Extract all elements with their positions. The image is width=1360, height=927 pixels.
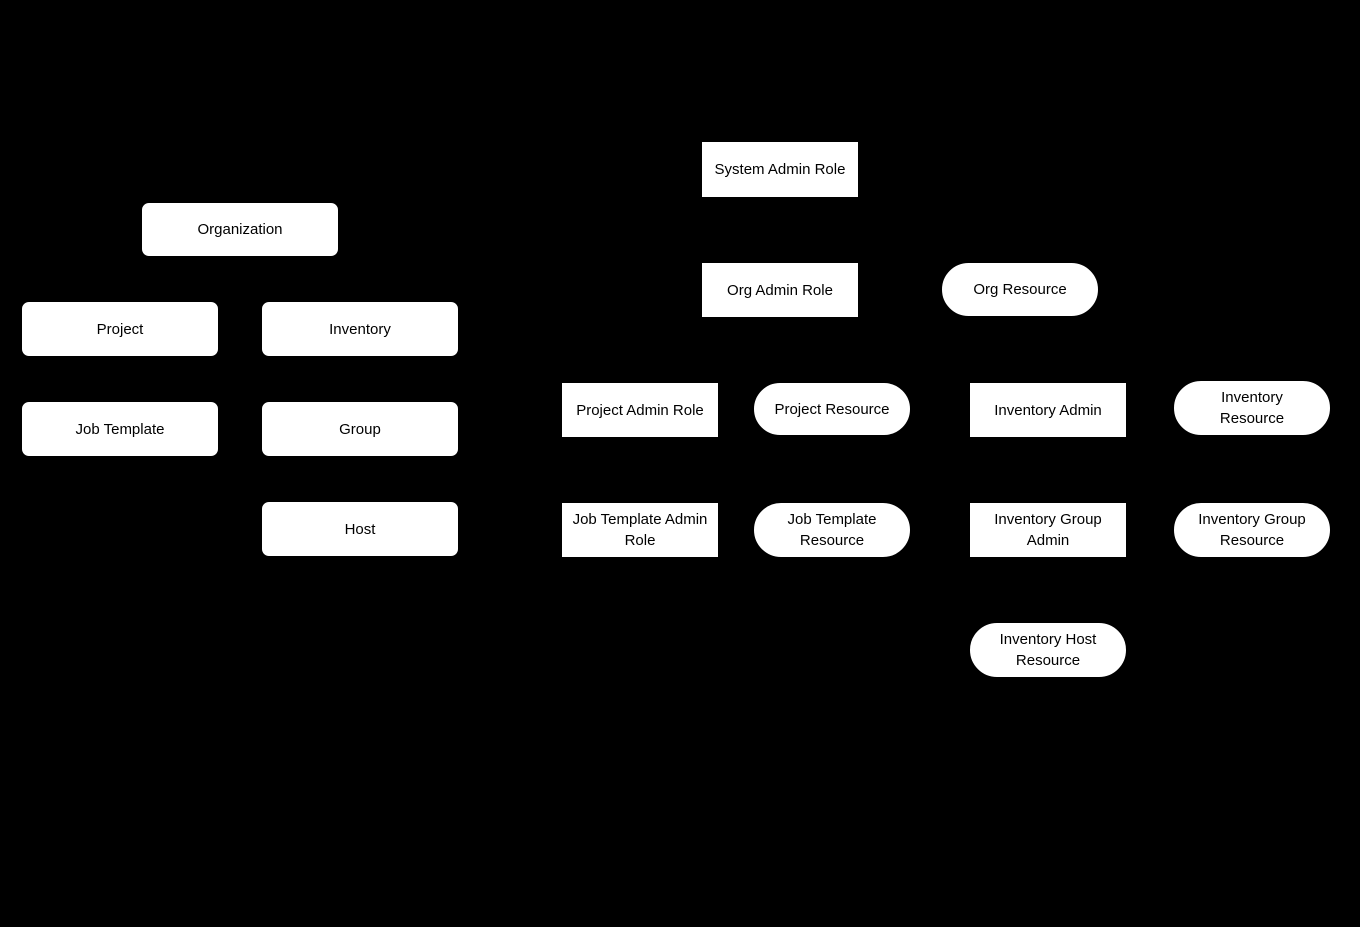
diagram-node-inventory-group-resource: Inventory Group Resource bbox=[1173, 502, 1331, 558]
diagram-node-organization: Organization bbox=[141, 202, 339, 257]
diagram-node-label: Inventory bbox=[329, 320, 391, 338]
diagram-node-org-admin-role: Org Admin Role bbox=[701, 262, 859, 318]
diagram-node-label: Organization bbox=[197, 221, 283, 238]
diagram-node-inventory-host-resource: Inventory Host Resource bbox=[969, 622, 1127, 678]
diagram-node-project-admin-role: Project Admin Role bbox=[561, 382, 719, 438]
diagram-node-inventory: Inventory bbox=[261, 301, 459, 357]
diagram-node-label: Inventory Host Resource bbox=[999, 631, 1097, 669]
diagram-node-inventory-resource: Inventory Resource bbox=[1173, 380, 1331, 436]
diagram-node-label: Host bbox=[344, 520, 376, 538]
diagram-node-label: Project Admin Role bbox=[576, 401, 704, 419]
diagram-node-label: Inventory Group Admin bbox=[994, 511, 1102, 549]
diagram-node-label: System Admin Role bbox=[714, 161, 846, 178]
diagram-node-label: Project bbox=[96, 320, 144, 338]
diagram-node-job-template: Job Template bbox=[21, 401, 219, 457]
diagram-node-label: Job Template bbox=[75, 420, 165, 438]
diagram-node-label: Job Template Admin Role bbox=[572, 511, 708, 549]
diagram-node-label: Project Resource bbox=[774, 400, 890, 418]
diagram-node-label: Inventory Group Resource bbox=[1198, 511, 1306, 549]
diagram-node-label: Org Admin Role bbox=[727, 281, 833, 299]
diagram-node-inventory-group-admin: Inventory Group Admin bbox=[969, 502, 1127, 558]
diagram-node-system-admin-role: System Admin Role bbox=[701, 141, 859, 198]
diagram-node-project: Project bbox=[21, 301, 219, 357]
diagram-node-inventory-admin: Inventory Admin bbox=[969, 382, 1127, 438]
diagram-node-label: Job Template Resource bbox=[787, 511, 877, 549]
diagram-node-job-template-admin-role: Job Template Admin Role bbox=[561, 502, 719, 558]
diagram-node-host: Host bbox=[261, 501, 459, 557]
diagram-node-project-resource: Project Resource bbox=[753, 382, 911, 436]
diagram-node-label: Inventory Admin bbox=[994, 401, 1102, 419]
diagram-node-job-template-resource: Job Template Resource bbox=[753, 502, 911, 558]
diagram-node-label: Org Resource bbox=[973, 281, 1067, 298]
diagram-node-org-resource: Org Resource bbox=[941, 262, 1099, 317]
diagram-node-label: Group bbox=[339, 420, 381, 438]
diagram-node-label: Inventory Resource bbox=[1219, 389, 1285, 427]
diagram-node-group: Group bbox=[261, 401, 459, 457]
